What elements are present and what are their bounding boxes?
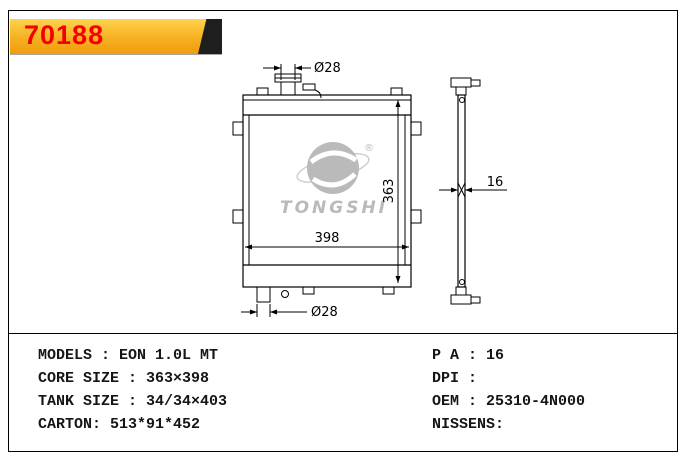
part-number-ribbon: 70188 — [10, 19, 222, 54]
bottom-outlet-pipe — [256, 286, 271, 303]
section-divider — [8, 333, 678, 334]
dim-core-height: 363 — [382, 179, 397, 204]
ribbon-fold — [198, 19, 222, 54]
part-number: 70188 — [24, 20, 105, 50]
dim-top-pipe-diameter: Ø28 — [314, 61, 341, 76]
spec-nissens: NISSENS: — [432, 416, 505, 433]
registered-mark: ® — [364, 143, 374, 154]
spec-table: MODELS : EON 1.0L MT CORE SIZE : 363×398… — [38, 344, 670, 436]
core-height-dimension: 363 — [382, 100, 401, 283]
spec-column-right: P A : 16 DPI : OEM : 25310-4N000 NISSENS… — [432, 344, 670, 436]
spec-column-left: MODELS : EON 1.0L MT CORE SIZE : 363×398… — [38, 344, 432, 436]
watermark-logo: ® TONGSHI — [280, 142, 388, 218]
dim-bottom-pipe-diameter: Ø28 — [311, 305, 338, 320]
dim-core-width: 398 — [315, 231, 340, 246]
drawing-border — [8, 10, 678, 452]
radiator-side-view — [450, 77, 481, 305]
spec-pa: P A : 16 — [432, 347, 505, 364]
spec-dpi: DPI : — [432, 370, 478, 387]
filler-cap — [274, 73, 302, 96]
brand-text: TONGSHI — [280, 198, 388, 218]
spec-core-size: CORE SIZE : 363×398 — [38, 370, 210, 387]
radiator-front-view — [232, 73, 422, 303]
overflow-nipple — [302, 83, 322, 99]
spec-models: MODELS : EON 1.0L MT — [38, 347, 219, 364]
spec-tank-size: TANK SIZE : 34/34×403 — [38, 393, 228, 410]
thickness-dimension: 16 — [439, 175, 507, 193]
spec-oem: OEM : 25310-4N000 — [432, 393, 586, 410]
core-width-dimension: 398 — [245, 231, 409, 250]
bottom-pipe-dimension: Ø28 — [241, 304, 338, 320]
drain-plug — [281, 290, 289, 298]
dim-thickness: 16 — [487, 175, 504, 190]
top-pipe-dimension: Ø28 — [263, 61, 341, 80]
spec-carton: CARTON: 513*91*452 — [38, 416, 201, 433]
radiator-technical-drawing: ® TONGSHI — [232, 61, 507, 320]
